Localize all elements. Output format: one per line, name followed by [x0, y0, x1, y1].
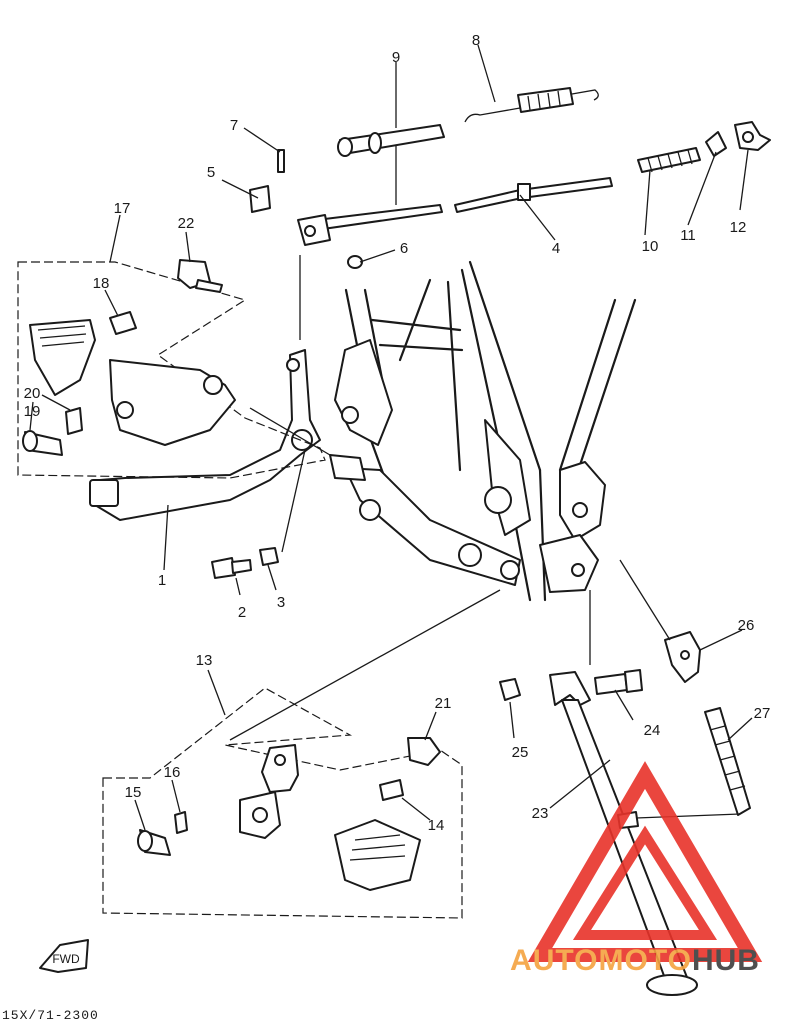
watermark-triangle-inner	[572, 825, 718, 940]
watermark-text: AUTOMOTOHUB	[510, 944, 760, 977]
callout-24: 24	[644, 722, 661, 739]
callout-23: 23	[532, 805, 549, 822]
callout-10: 10	[642, 238, 659, 255]
spring-and-fasteners	[464, 87, 771, 157]
callout-12: 12	[730, 219, 747, 236]
watermark-text-part1: AUTOMOTO	[510, 944, 692, 977]
callout-1: 1	[158, 572, 166, 589]
callout-20: 20	[24, 385, 41, 402]
callout-2: 2	[238, 604, 246, 621]
callout-25: 25	[512, 744, 529, 761]
callout-15: 15	[125, 784, 142, 801]
callout-13: 13	[196, 652, 213, 669]
callout-22: 22	[178, 215, 195, 232]
callout-labels: 1 2 3 4 5 6 7 8 9 10 11 12 13 14 15 16 1…	[24, 32, 771, 834]
callout-5: 5	[207, 164, 215, 181]
fwd-arrow-icon: FWD	[39, 939, 89, 973]
bolt-and-nut	[211, 547, 279, 579]
footrest-pivot-shaft	[329, 454, 521, 586]
footrest-assembly-left	[17, 259, 326, 479]
callout-7: 7	[230, 117, 238, 134]
callout-3: 3	[277, 594, 285, 611]
frame-tubes	[334, 260, 637, 602]
watermark-triangle-outer	[527, 761, 763, 962]
callout-27: 27	[754, 705, 771, 722]
callout-26: 26	[738, 617, 755, 634]
watermark-text-part2: HUB	[692, 944, 760, 977]
callout-8: 8	[472, 32, 480, 49]
callout-17: 17	[114, 200, 131, 217]
callout-16: 16	[164, 764, 181, 781]
leader-lines	[29, 44, 753, 831]
callout-21: 21	[435, 695, 452, 712]
callout-4: 4	[552, 240, 560, 257]
fwd-label: FWD	[52, 952, 80, 966]
brake-rod-assembly	[249, 124, 701, 269]
callout-11: 11	[680, 227, 696, 244]
footrest-assembly-right	[102, 687, 463, 919]
automotohub-watermark: AUTOMOTOHUB	[510, 761, 763, 977]
drawing-code: 15X/71-2300	[2, 1008, 99, 1023]
callout-9: 9	[392, 49, 400, 66]
callout-18: 18	[93, 275, 110, 292]
callout-6: 6	[400, 240, 408, 257]
callout-14: 14	[428, 817, 445, 834]
callout-19: 19	[24, 403, 41, 420]
